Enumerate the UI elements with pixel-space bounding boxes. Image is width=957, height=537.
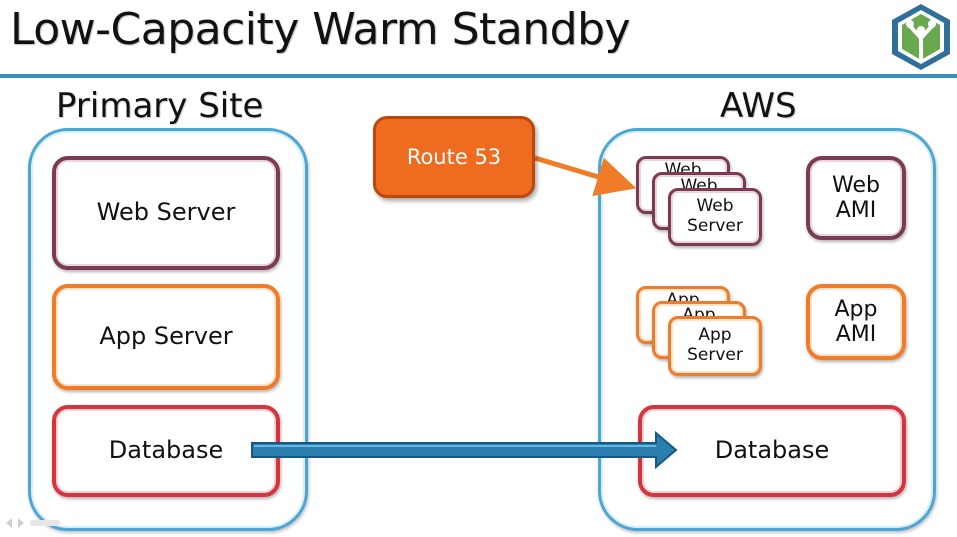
slide-title: Low-Capacity Warm Standby <box>10 4 631 55</box>
primary-web-server: Web Server <box>52 156 280 270</box>
aws-web-ami-label-2: AMI <box>835 198 877 223</box>
playback-controls-icon[interactable] <box>4 516 64 530</box>
replication-arrow <box>251 430 678 470</box>
route53-box: Route 53 <box>373 116 535 198</box>
aws-app-stack-front-label-1: App <box>698 325 732 346</box>
aws-app-ami: App AMI <box>806 284 906 360</box>
aws-web-ami: Web AMI <box>806 156 906 240</box>
primary-database: Database <box>52 405 280 497</box>
aws-web-server-instance-front: Web Server <box>668 188 762 246</box>
title-divider <box>0 74 957 78</box>
aws-app-ami-label-2: AMI <box>835 322 877 347</box>
aws-title: AWS <box>720 86 797 126</box>
aws-web-stack-front-label-2: Server <box>687 216 743 236</box>
primary-database-label: Database <box>108 436 224 465</box>
primary-web-server-label: Web Server <box>96 198 236 227</box>
aws-app-ami-label-1: App <box>834 296 878 322</box>
aws-web-stack-front-label-1: Web <box>696 196 734 217</box>
aws-database-label: Database <box>714 436 830 465</box>
aws-app-stack-front-label-2: Server <box>687 345 743 365</box>
primary-app-server-label: App Server <box>99 322 233 351</box>
aws-app-server-instance-front: App Server <box>668 316 762 376</box>
primary-app-server: App Server <box>52 284 280 390</box>
primary-site-title: Primary Site <box>56 86 264 126</box>
route53-label: Route 53 <box>406 145 502 169</box>
aws-database: Database <box>638 405 906 497</box>
aws-web-ami-label-1: Web <box>832 172 880 198</box>
hexagon-tree-logo-icon <box>892 4 950 70</box>
route53-arrow <box>534 155 637 197</box>
